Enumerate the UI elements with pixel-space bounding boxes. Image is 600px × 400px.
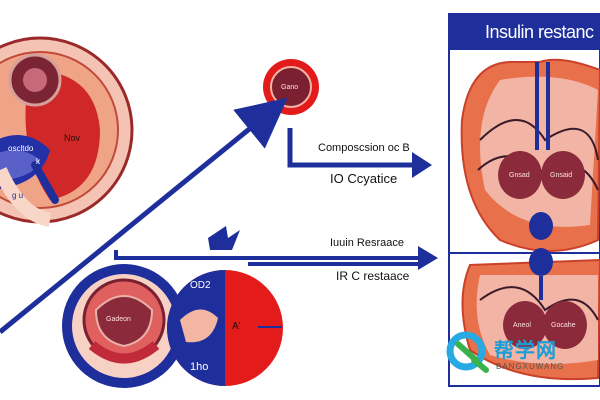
top-left-k-label: k <box>36 157 40 166</box>
flag-shape <box>208 226 240 250</box>
small-circle-label: Gano <box>281 84 299 91</box>
top-left-organ <box>0 36 134 227</box>
composition-label: Composcsion oc B <box>318 142 410 154</box>
right-bottom-left-label: Aneol <box>513 322 531 329</box>
ir-resistance-label: IR C restaace <box>336 269 410 283</box>
insulin-arrow <box>114 250 428 260</box>
panel-title: Insulin restanc <box>449 14 600 50</box>
right-bottom-right-label: Gocahe <box>551 322 576 329</box>
diagonal-arrow <box>0 97 288 334</box>
right-top-left-label: Gnsad <box>509 172 530 179</box>
watermark-text: 帮学网 <box>494 340 557 362</box>
cytokine-label: IO Ccyatice <box>330 171 398 186</box>
top-left-organ-label: Nov <box>64 133 81 143</box>
watermark-subtext: BANGXUWANG <box>496 362 565 371</box>
top-left-small-label: g u <box>12 191 24 200</box>
bottom-half-circle <box>167 270 283 386</box>
composition-arrow <box>287 128 420 168</box>
bottom-left-organ <box>62 264 186 388</box>
right-top-right-label: Gnsaid <box>550 172 573 179</box>
insulin-resistance-label: Iuuin Resraace <box>330 237 404 249</box>
bottom-a-label: A' <box>232 321 241 332</box>
right-panel <box>448 13 600 387</box>
bottom-left-center-label: Gadeon <box>106 316 131 323</box>
watermark-logo <box>446 331 489 373</box>
top-left-blue-label: oscltdo <box>8 144 34 153</box>
bottom-od-label: OD2 <box>190 280 211 291</box>
bottom-1ho-label: 1ho <box>190 361 209 373</box>
